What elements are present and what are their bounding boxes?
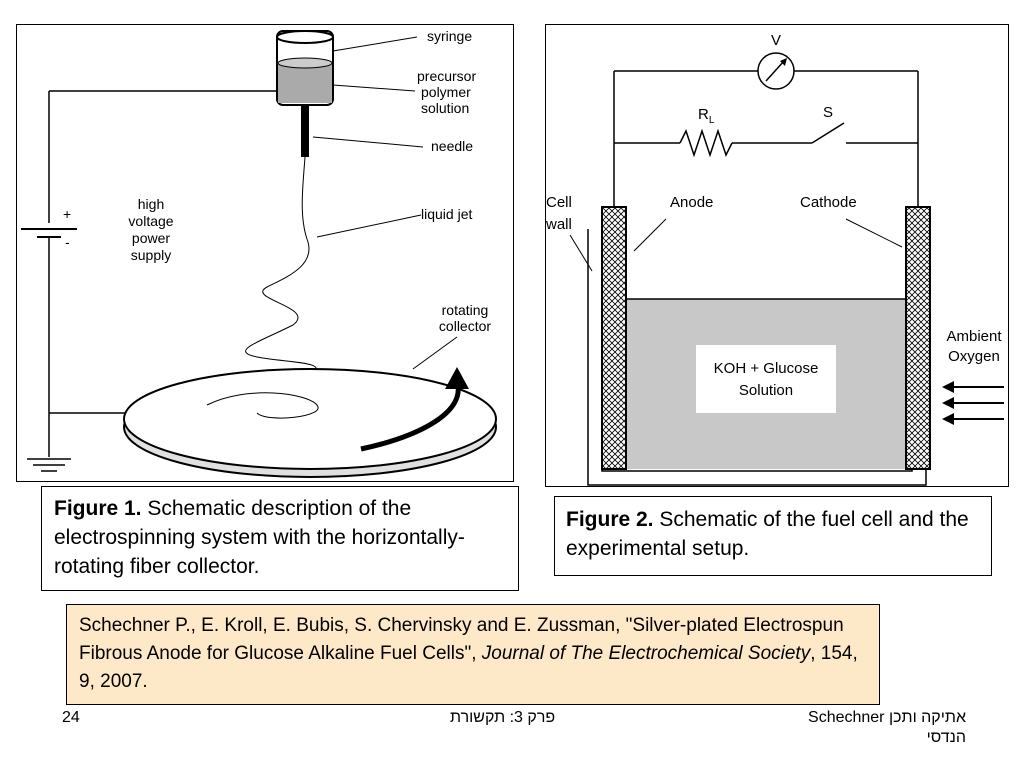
figure-1-caption: Figure 1. Schematic description of the e… — [41, 486, 519, 591]
label-koh-glucose: KOH + Glucose — [714, 360, 819, 377]
collected-fiber — [206, 392, 319, 419]
label-syringe: syringe — [427, 28, 472, 44]
anode — [601, 206, 627, 470]
label-anode: Anode — [670, 194, 713, 211]
label-precursor: precursor — [417, 68, 476, 84]
syringe-top — [276, 30, 334, 44]
label-rotating: rotating — [442, 302, 489, 318]
solution-surface — [277, 57, 333, 69]
label-oxygen: Oxygen — [948, 348, 1000, 365]
page-number: 24 — [62, 709, 80, 726]
figure-1-panel: + - syringe precursor polymer solution n… — [16, 24, 514, 482]
label-switch: S — [823, 104, 833, 121]
label-solution: solution — [421, 100, 469, 116]
oxygen-arrowhead-2 — [942, 397, 954, 409]
figure-1-caption-label: Figure 1. — [54, 497, 142, 520]
electrospinning-diagram: + - syringe precursor polymer solution n… — [21, 28, 497, 478]
cell-wall-leader — [569, 234, 593, 272]
label-high: high — [138, 196, 164, 212]
label-resistor: RL — [698, 106, 715, 126]
figure-1-caption-text: Schematic description of the electrospin… — [54, 497, 465, 578]
plus-sign: + — [63, 206, 71, 222]
anode-leader — [633, 218, 667, 252]
figure-2-panel: V RL S KOH + Glucose Solution Cell wall … — [545, 24, 1009, 487]
chapter-title: פרק 3: תקשורת — [450, 709, 556, 726]
needle — [301, 105, 309, 157]
label-wall: wall — [546, 216, 572, 233]
collector-leader — [412, 336, 458, 370]
label-voltmeter: V — [771, 32, 781, 49]
label-power: power — [132, 230, 170, 246]
label-liquid-jet: liquid jet — [421, 206, 472, 222]
figure-2-caption: Figure 2. Schematic of the fuel cell and… — [554, 496, 992, 576]
solution-leader — [332, 84, 416, 92]
reference-box: Schechner P., E. Kroll, E. Bubis, S. Che… — [66, 604, 880, 705]
author-course-line-2: הנדסי — [926, 729, 966, 746]
oxygen-arrowhead-3 — [942, 413, 954, 425]
label-collector: collector — [439, 318, 491, 334]
reference-details: , 154, 9, 2007. — [79, 643, 858, 692]
polymer-solution — [278, 63, 332, 103]
label-solution: Solution — [739, 382, 793, 399]
needle-leader — [312, 136, 424, 148]
minus-sign: - — [65, 234, 70, 250]
switch — [811, 122, 845, 144]
fuel-cell-diagram: V RL S KOH + Glucose Solution Cell wall … — [545, 32, 1004, 486]
syringe-leader — [332, 36, 418, 52]
solution-label-box — [696, 345, 836, 413]
voltmeter-needle — [765, 60, 785, 82]
cathode-leader — [845, 218, 903, 248]
jet-leader — [316, 214, 422, 238]
voltmeter-arrowhead — [780, 58, 787, 66]
figure-2-caption-text: Schematic of the fuel cell and the exper… — [566, 508, 969, 560]
label-cell: Cell — [546, 194, 572, 211]
label-ambient: Ambient — [946, 328, 1002, 345]
cathode — [905, 206, 931, 470]
label-cathode: Cathode — [800, 194, 857, 211]
rotation-arrowhead — [445, 367, 469, 389]
author-course: Schechner אתיקה ותכן הנדסי — [786, 708, 966, 748]
rotation-arrow — [360, 380, 461, 452]
figure-2-caption-label: Figure 2. — [566, 508, 654, 531]
rotating-collector — [123, 368, 497, 470]
reference-journal: Journal of The Electrochemical Society — [481, 643, 811, 664]
resistor — [679, 128, 733, 158]
oxygen-arrowhead-1 — [942, 381, 954, 393]
label-needle: needle — [431, 138, 473, 154]
label-supply: supply — [131, 247, 171, 263]
reference-authors: Schechner P., E. Kroll, E. Bubis, S. Che… — [79, 615, 844, 664]
label-polymer: polymer — [421, 84, 471, 100]
author-course-line-1: Schechner אתיקה ותכן — [808, 709, 966, 726]
label-voltage: voltage — [128, 213, 173, 229]
